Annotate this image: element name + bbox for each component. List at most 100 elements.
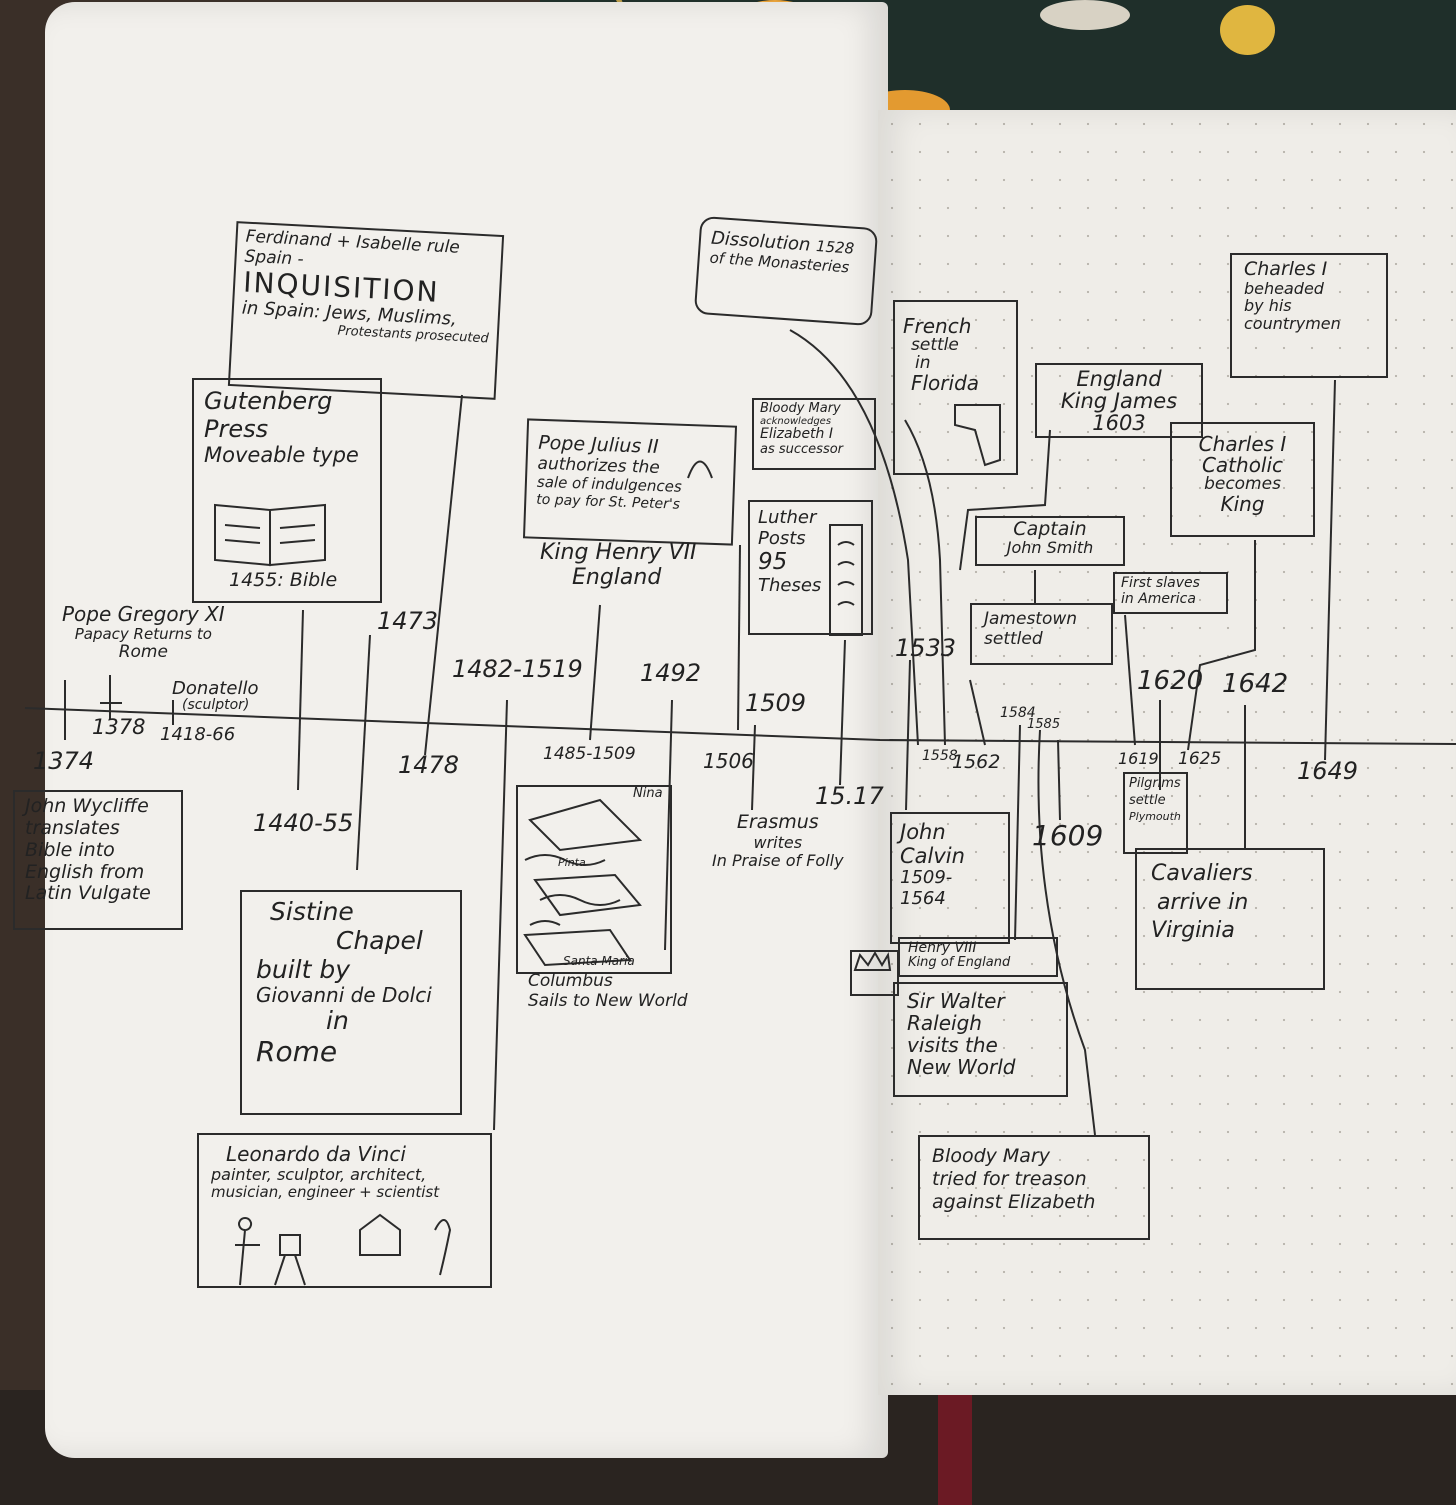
year-label: 1418-66 bbox=[160, 724, 236, 745]
event-box-pilgrims: Pilgrims settle Plymouth bbox=[1123, 772, 1188, 854]
event-line: Calvin bbox=[900, 844, 965, 869]
connector-erasmus bbox=[751, 724, 756, 811]
connector-1609 bbox=[1057, 739, 1061, 821]
event-line: becomes bbox=[1204, 474, 1281, 494]
event-line: translates bbox=[25, 816, 120, 839]
year-label: 1609 bbox=[1032, 819, 1104, 852]
event-line: Florida bbox=[911, 370, 980, 395]
event-line: Luther bbox=[758, 507, 817, 528]
event-gregory: Pope Gregory XI Papacy Returns to Rome bbox=[62, 603, 225, 663]
event-line: John Wycliffe bbox=[25, 795, 149, 817]
connector-french bbox=[904, 419, 946, 746]
event-line: Posts bbox=[758, 527, 806, 549]
open-book-illustration bbox=[214, 503, 326, 567]
event-box-wycliffe: John Wycliffe translates Bible into Engl… bbox=[13, 790, 183, 930]
year-label: 1558 bbox=[922, 748, 958, 764]
event-box-charles-king: Charles I Catholic becomes King bbox=[1170, 422, 1315, 537]
bookmark-ribbon bbox=[938, 1395, 972, 1505]
event-box-sistine: Sistine Chapel built by Giovanni de Dolc… bbox=[240, 890, 462, 1115]
event-line: by his bbox=[1244, 296, 1292, 316]
event-line: settled bbox=[984, 629, 1043, 650]
event-box-bloodymary-treason: Bloody Mary tried for treason against El… bbox=[918, 1135, 1150, 1240]
event-line: Leonardo da Vinci bbox=[226, 1142, 406, 1166]
year-label: 1482-1519 bbox=[452, 655, 583, 683]
event-line: Sails to New World bbox=[528, 990, 688, 1011]
event-line: King of England bbox=[908, 954, 1011, 970]
connector-1473 bbox=[356, 634, 371, 871]
connector-gutenberg bbox=[297, 609, 304, 791]
event-box-gutenberg: Gutenberg Press Moveable type 1455: Bibl… bbox=[192, 378, 382, 603]
connector-dissolution bbox=[789, 329, 919, 746]
event-line: countrymen bbox=[1244, 314, 1341, 334]
event-box-bloodymary-successor: Bloody Mary acknowledges Elizabeth I as … bbox=[752, 398, 876, 470]
connector-james bbox=[959, 429, 1051, 571]
year-label: 15.17 bbox=[815, 782, 884, 810]
event-line: English from bbox=[25, 860, 145, 883]
event-line: in bbox=[326, 1006, 349, 1036]
event-box-french: French settle in Florida bbox=[893, 300, 1018, 475]
event-box-calvin: John Calvin 1509- 1564 bbox=[890, 812, 1010, 944]
event-line: (sculptor) bbox=[182, 697, 250, 713]
event-line: Erasmus bbox=[736, 811, 819, 833]
event-columbus-caption: Columbus Sails to New World bbox=[528, 971, 688, 1011]
year-label: 1492 bbox=[640, 659, 702, 687]
tick-1378 bbox=[100, 675, 122, 720]
event-box-james: England King James 1603 bbox=[1035, 363, 1203, 438]
year-label: 1478 bbox=[398, 751, 460, 779]
event-line: Pope Gregory XI bbox=[62, 602, 225, 626]
event-line: 1455: Bible bbox=[229, 569, 338, 591]
event-line: Theses bbox=[758, 574, 822, 596]
event-line: Giovanni de Dolci bbox=[256, 983, 432, 1008]
event-line: Gutenberg bbox=[204, 387, 333, 415]
year-label: 1374 bbox=[33, 747, 95, 775]
event-box-davinci: Leonardo da Vinci painter, sculptor, arc… bbox=[197, 1133, 492, 1288]
event-line: Charles I bbox=[1198, 432, 1287, 456]
year-label: 1473 bbox=[377, 607, 439, 635]
connector-luther bbox=[839, 639, 846, 786]
year-label: 1440-55 bbox=[253, 809, 354, 837]
event-line: Catholic bbox=[1201, 453, 1284, 477]
left-page bbox=[45, 2, 888, 1458]
event-line: in bbox=[915, 352, 931, 373]
event-line: Captain bbox=[1013, 518, 1087, 540]
event-line: Raleigh bbox=[907, 1011, 982, 1035]
event-line: King James bbox=[1060, 389, 1178, 414]
event-line: Bible into bbox=[25, 838, 115, 861]
year-label: 1506 bbox=[703, 749, 754, 773]
event-line: 95 bbox=[758, 549, 788, 576]
event-line: settle bbox=[1129, 792, 1166, 808]
event-line: beheaded bbox=[1244, 278, 1324, 298]
event-line: acknowledges bbox=[760, 416, 832, 428]
timeline-axis bbox=[24, 707, 1456, 745]
event-line: New World bbox=[907, 1055, 1016, 1079]
event-box-smith: Captain John Smith bbox=[975, 516, 1125, 566]
event-line: Chapel bbox=[336, 925, 423, 955]
ship-illustration bbox=[523, 798, 643, 967]
event-line: Sistine bbox=[270, 897, 354, 926]
event-line: Sir Walter bbox=[907, 989, 1005, 1013]
event-line: John Smith bbox=[1006, 537, 1094, 557]
connector-1584 bbox=[1014, 724, 1021, 941]
event-line: In Praise of Folly bbox=[712, 851, 844, 871]
year-label: 1585 bbox=[1027, 717, 1061, 732]
event-line: Jamestown bbox=[984, 609, 1078, 629]
event-line: built by bbox=[256, 954, 351, 984]
year-label: 1378 bbox=[92, 715, 146, 739]
connector-davinci bbox=[493, 699, 508, 1131]
event-line: visits the bbox=[907, 1033, 998, 1057]
indulgence-arch-icon bbox=[687, 460, 713, 479]
event-erasmus: Erasmus writes In Praise of Folly bbox=[712, 811, 844, 871]
year-label: 1509 bbox=[745, 689, 807, 717]
ship-label: Pinta bbox=[558, 856, 586, 869]
wave-illustration bbox=[524, 854, 621, 926]
year-label: 1485-1509 bbox=[543, 744, 636, 764]
event-line: King bbox=[1220, 491, 1265, 516]
event-line: Rome bbox=[118, 642, 168, 663]
year-label: 1533 bbox=[895, 634, 957, 662]
florida-map-illustration bbox=[954, 404, 1001, 467]
event-line: writes bbox=[753, 832, 803, 852]
event-box-beheaded: Charles I beheaded by his countrymen bbox=[1230, 253, 1388, 378]
event-line: Pilgrims bbox=[1129, 776, 1181, 791]
theses-paper-illustration bbox=[829, 524, 863, 636]
